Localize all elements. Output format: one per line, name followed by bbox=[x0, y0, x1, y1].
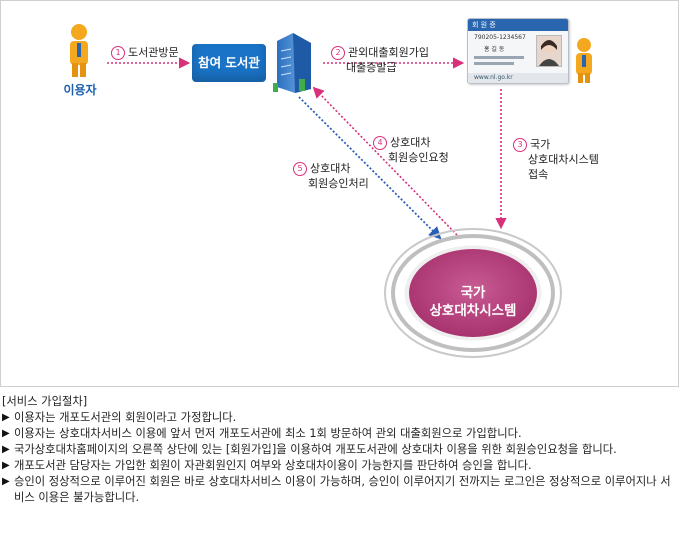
note-text: 이용자는 상호대차서비스 이용에 앞서 먼저 개포도서관에 최소 1회 방문하여… bbox=[14, 427, 522, 440]
bullet-icon: ▶ bbox=[2, 460, 10, 471]
note-text: 국가상호대차홈페이지의 오른쪽 상단에 있는 [회원가입]을 이용하여 개포도서… bbox=[14, 443, 617, 456]
step-3-text-line2: 상호대차시스템 bbox=[528, 153, 599, 166]
arrow-step-4 bbox=[312, 86, 458, 236]
user-label: 이용자 bbox=[63, 83, 97, 97]
notes-heading: [서비스 가입절차] bbox=[2, 395, 88, 408]
step-2-number: 2 bbox=[331, 46, 345, 60]
system-label-line2: 상호대차시스템 bbox=[429, 303, 517, 319]
note-item: ▶ 이용자는 상호대차서비스 이용에 앞서 먼저 개포도서관에 최소 1회 방문하… bbox=[0, 426, 681, 442]
step-1-number: 1 bbox=[111, 46, 125, 60]
step-2-text-line1: 관외대출회원가입 bbox=[348, 46, 429, 59]
card-photo bbox=[536, 35, 562, 67]
user-person-icon bbox=[70, 24, 88, 77]
note-item: ▶ 승인이 정상적으로 이루어진 회원은 바로 상호대차서비스 이용이 가능하며,… bbox=[0, 474, 681, 506]
step-5-text-line2: 회원승인처리 bbox=[308, 177, 369, 190]
step-4-text-line1: 상호대차 bbox=[390, 136, 431, 149]
note-item: ▶ 국가상호대차홈페이지의 오른쪽 상단에 있는 [회원가입]을 이용하여 개포도… bbox=[0, 442, 681, 458]
library-label: 참여 도서관 bbox=[198, 55, 260, 70]
bullet-icon: ▶ bbox=[2, 444, 10, 455]
diagram-graphics bbox=[70, 24, 592, 358]
card-title: 회 원 증 bbox=[468, 19, 568, 31]
note-item: ▶ 이용자는 개포도서관의 회원이라고 가정합니다. bbox=[0, 410, 681, 426]
step-4-text-line2: 회원승인요청 bbox=[388, 151, 449, 164]
card-number: 790205-1234567 bbox=[474, 34, 526, 41]
step-4-number: 4 bbox=[373, 136, 387, 150]
service-notes: [서비스 가입절차] ▶ 이용자는 개포도서관의 회원이라고 가정합니다. ▶ 이용… bbox=[0, 394, 681, 506]
step-3-text-line3: 접속 bbox=[528, 168, 549, 181]
note-text: 개포도서관 담당자는 가입한 회원이 자관회원인지 여부와 상호대차이용이 가능… bbox=[14, 459, 532, 472]
note-text: 이용자는 개포도서관의 회원이라고 가정합니다. bbox=[14, 411, 237, 424]
card-footer: www.nl.go.kr bbox=[468, 73, 568, 83]
membership-card: 회 원 증 790205-1234567 홍 길 동 www.nl.go.kr bbox=[467, 18, 569, 84]
step-2-text-line2: 대출증발급 bbox=[346, 61, 397, 74]
step-1-text: 도서관방문 bbox=[128, 46, 179, 59]
bullet-icon: ▶ bbox=[2, 412, 10, 423]
note-item: ▶ 개포도서관 담당자는 가입한 회원이 자관회원인지 여부와 상호대차이용이 가… bbox=[0, 458, 681, 474]
card-line bbox=[474, 56, 524, 59]
step-3-number: 3 bbox=[513, 138, 527, 152]
national-system-circle bbox=[384, 228, 562, 358]
bullet-icon: ▶ bbox=[2, 476, 10, 487]
note-text: 승인이 정상적으로 이루어진 회원은 바로 상호대차서비스 이용이 가능하며, … bbox=[14, 475, 671, 504]
system-label: 국가 상호대차시스템 bbox=[413, 284, 533, 320]
bullet-icon: ▶ bbox=[2, 428, 10, 439]
building-icon bbox=[273, 33, 311, 93]
step-3-text-line1: 국가 bbox=[530, 138, 551, 151]
card-name: 홍 길 동 bbox=[484, 46, 505, 53]
portrait-icon bbox=[539, 40, 559, 66]
card-line bbox=[474, 62, 514, 65]
step-5-text-line1: 상호대차 bbox=[310, 162, 351, 175]
system-label-line1: 국가 bbox=[460, 285, 486, 301]
step-5-number: 5 bbox=[293, 162, 307, 176]
participating-library-box: 참여 도서관 bbox=[192, 44, 266, 82]
arrow-step-5 bbox=[298, 96, 442, 240]
member-person-icon bbox=[576, 38, 592, 83]
